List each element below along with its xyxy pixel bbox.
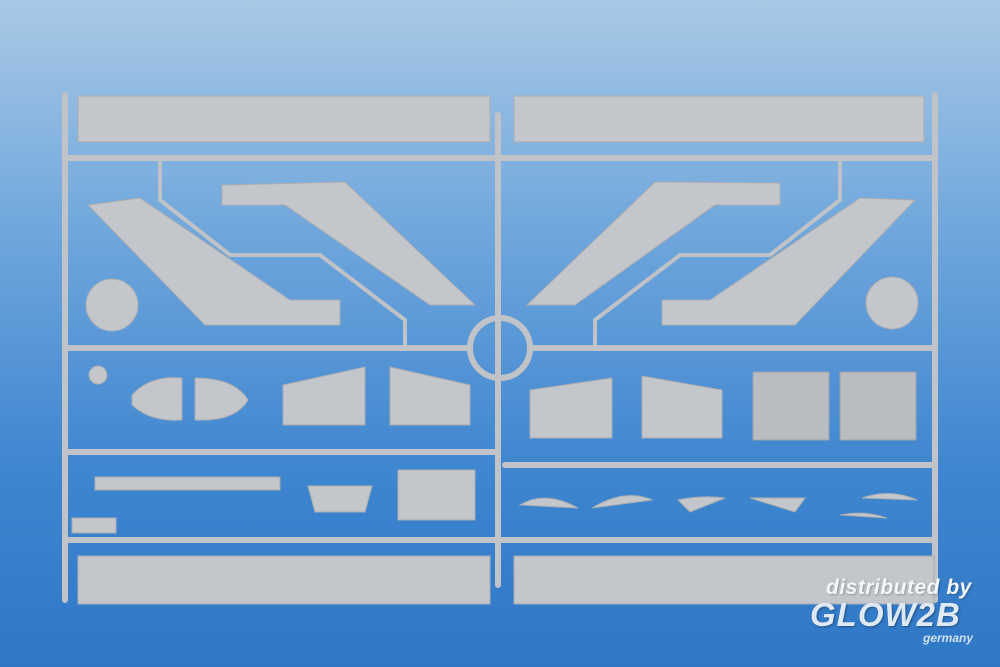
small-round-part [88, 365, 108, 385]
top-right-panel [513, 95, 925, 143]
round-part-right [865, 276, 919, 330]
panel-part-4 [641, 375, 723, 439]
panel-part-1 [282, 366, 366, 426]
panel-part-3 [529, 377, 613, 439]
rotor-blade-part [94, 476, 281, 491]
cone-part-1 [131, 377, 183, 421]
round-part-left [85, 278, 139, 332]
watermark-brand: GLOW2B [810, 596, 961, 633]
small-wing-parts [518, 493, 918, 519]
watermark-distributed-by: distributed by [826, 576, 972, 599]
intake-part-1 [752, 371, 830, 441]
distributor-watermark: distributed by GLOW2B germany [806, 576, 996, 666]
top-left-panel [77, 95, 491, 143]
intake-part-2 [839, 371, 917, 441]
seat-part [307, 485, 373, 513]
fin-right-1 [525, 181, 781, 306]
watermark-country: germany [923, 631, 974, 645]
fin-left-1 [86, 197, 341, 326]
bottom-left-panel [77, 555, 491, 605]
fin-left-2 [221, 181, 477, 306]
box-part [397, 469, 476, 521]
panel-part-2 [389, 366, 471, 426]
tag-part [71, 517, 117, 534]
fin-right-2 [661, 197, 917, 326]
bottom-right-panel [513, 555, 935, 605]
cone-part-2 [194, 377, 249, 421]
sprue-frame [62, 92, 938, 603]
